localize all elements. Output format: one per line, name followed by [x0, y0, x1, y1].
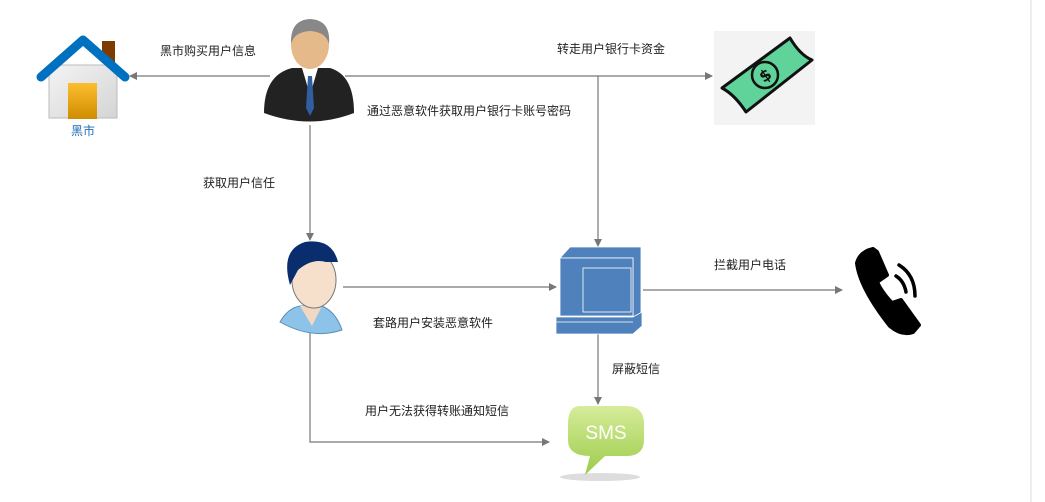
- black-market-label: 黑市: [71, 123, 95, 138]
- edges: [129, 72, 843, 446]
- label-trick-install: 套路用户安装恶意软件: [373, 315, 493, 330]
- label-steal-credentials: 通过恶意软件获取用户银行卡账号密码: [367, 103, 571, 118]
- edge-victim-sms: [309, 332, 550, 446]
- money-icon: $: [714, 31, 815, 125]
- label-block-sms: 屏蔽短信: [612, 362, 660, 376]
- label-buy-info: 黑市购买用户信息: [160, 43, 256, 58]
- house-icon: [36, 35, 130, 119]
- label-intercept-calls: 拦截用户电话: [714, 257, 786, 272]
- sms-icon: SMS: [560, 406, 644, 481]
- label-transfer-funds: 转走用户银行卡资金: [557, 41, 665, 56]
- user-icon: [279, 241, 343, 335]
- label-gain-trust: 获取用户信任: [203, 175, 275, 190]
- hacker-icon: [264, 19, 354, 122]
- phone-icon: [855, 247, 921, 336]
- sms-text: SMS: [585, 423, 626, 444]
- computer-icon: [555, 246, 643, 335]
- label-no-notification: 用户无法获得转账通知短信: [365, 403, 509, 418]
